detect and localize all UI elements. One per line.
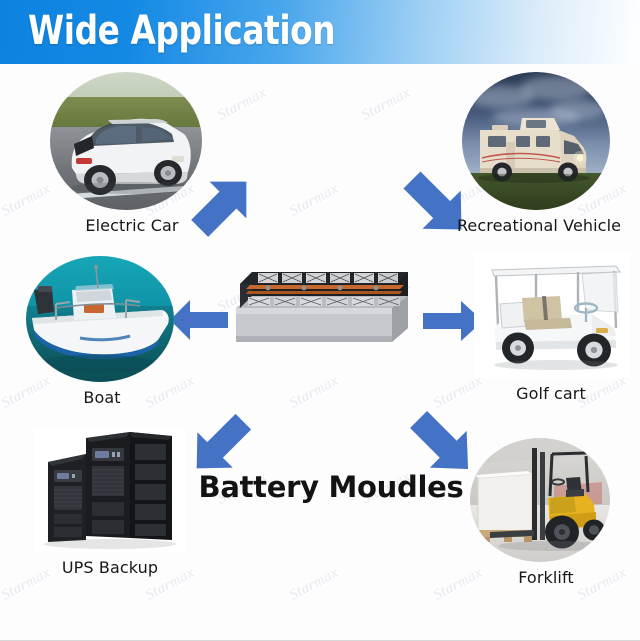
ups-backup-image: [34, 428, 186, 552]
application-label-electric-car: Electric Car: [85, 216, 179, 235]
watermark-text: Starmax: [287, 564, 342, 604]
watermark-text: Starmax: [287, 180, 342, 220]
center-product: [232, 262, 412, 354]
application-label-boat: Boat: [83, 388, 121, 407]
application-forklift[interactable]: Forklift: [458, 438, 634, 588]
header-banner: Wide Application: [0, 0, 640, 64]
center-title: Battery Moudles: [198, 470, 464, 504]
application-electric-car[interactable]: Electric Car: [42, 72, 222, 242]
arrow-down-right-to-forklift: [410, 411, 469, 470]
golf-cart-image: [474, 252, 630, 378]
application-golf-cart[interactable]: Golf cart: [466, 252, 636, 412]
recreational-vehicle-image: [462, 72, 610, 210]
arrow-left-to-boat: [170, 300, 228, 340]
boat-image: [26, 256, 174, 382]
application-label-ups-backup: UPS Backup: [61, 558, 159, 577]
arrow-up-left-to-electric-car: [191, 181, 247, 237]
arrow-right-to-golf-cart: [423, 301, 483, 341]
application-boat[interactable]: Boat: [22, 256, 182, 416]
battery-module-image: [236, 272, 408, 342]
application-ups-backup[interactable]: UPS Backup: [20, 428, 200, 588]
application-label-recreational-vehicle: Recreational Vehicle: [456, 216, 622, 235]
page-title: Wide Application: [28, 8, 336, 54]
forklift-image: [470, 438, 610, 562]
electric-car-image: [50, 72, 202, 210]
arrow-up-right-to-recreational-vehicle: [403, 171, 462, 230]
arrow-down-left-to-ups-backup: [196, 413, 252, 469]
application-label-golf-cart: Golf cart: [516, 384, 586, 403]
watermark-text: Starmax: [215, 84, 270, 124]
application-recreational-vehicle[interactable]: Recreational Vehicle: [444, 72, 634, 242]
watermark-text: Starmax: [359, 84, 414, 124]
watermark-text: Starmax: [287, 372, 342, 412]
application-label-forklift: Forklift: [518, 568, 574, 587]
